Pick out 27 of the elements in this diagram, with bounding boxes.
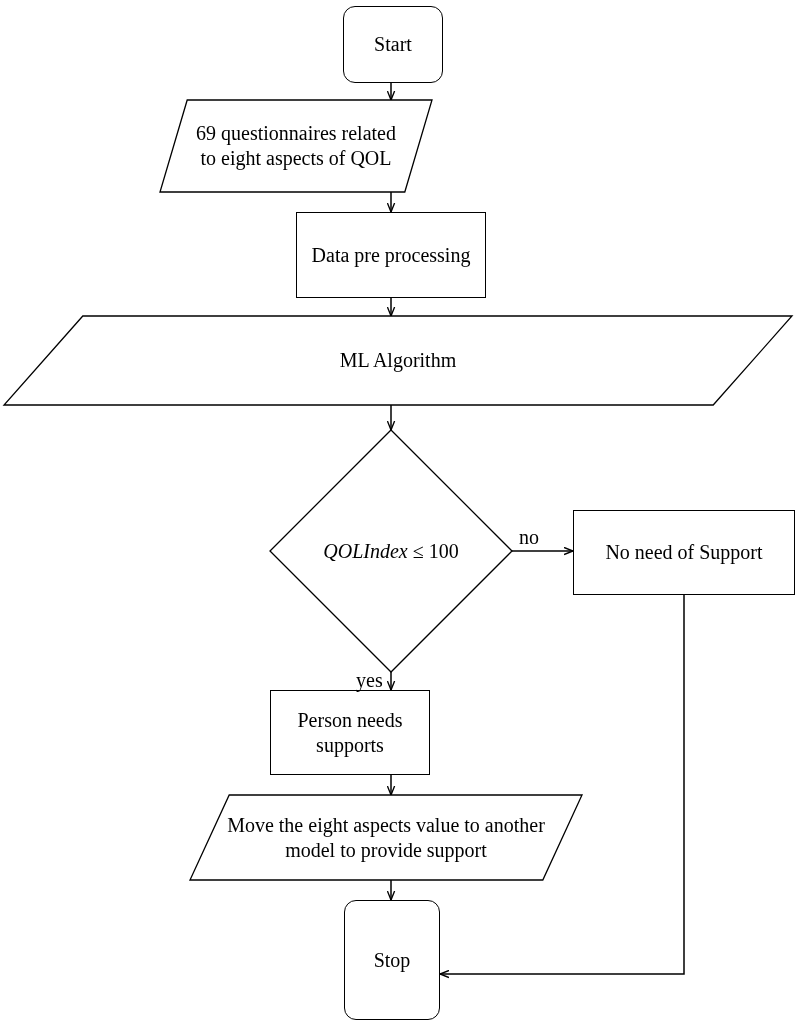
input-parallelogram — [160, 100, 432, 192]
arrow — [386, 82, 396, 101]
node-text: Stop — [372, 947, 412, 973]
output-parallelogram — [190, 795, 582, 880]
arrow — [439, 594, 685, 979]
node-text: Move the eight aspects value to another model to provide support — [226, 812, 546, 863]
node-text: Person needs supports — [296, 707, 404, 758]
node-text: No need of Support — [604, 540, 764, 565]
arrow — [386, 774, 396, 796]
node-text: Data pre processing — [310, 242, 472, 268]
arrow — [386, 191, 396, 213]
arrow — [386, 879, 396, 901]
process-box — [573, 510, 795, 595]
input-parallelogram — [4, 316, 792, 405]
node-text: 69 questionnaires related to eight aspects of QOL — [195, 121, 397, 171]
arrow — [386, 671, 396, 691]
process-box — [270, 690, 430, 775]
process-box — [296, 212, 486, 298]
node-text: Start — [373, 32, 413, 57]
decision-diamond — [270, 430, 512, 672]
start-terminal — [343, 6, 443, 83]
node-text: QOLIndex ≤ 100 — [322, 538, 460, 564]
node-text: ML Algorithm — [338, 348, 458, 373]
arrow — [386, 404, 396, 431]
stop-terminal — [344, 900, 440, 1020]
arrow — [511, 546, 574, 556]
arrow — [386, 297, 396, 317]
